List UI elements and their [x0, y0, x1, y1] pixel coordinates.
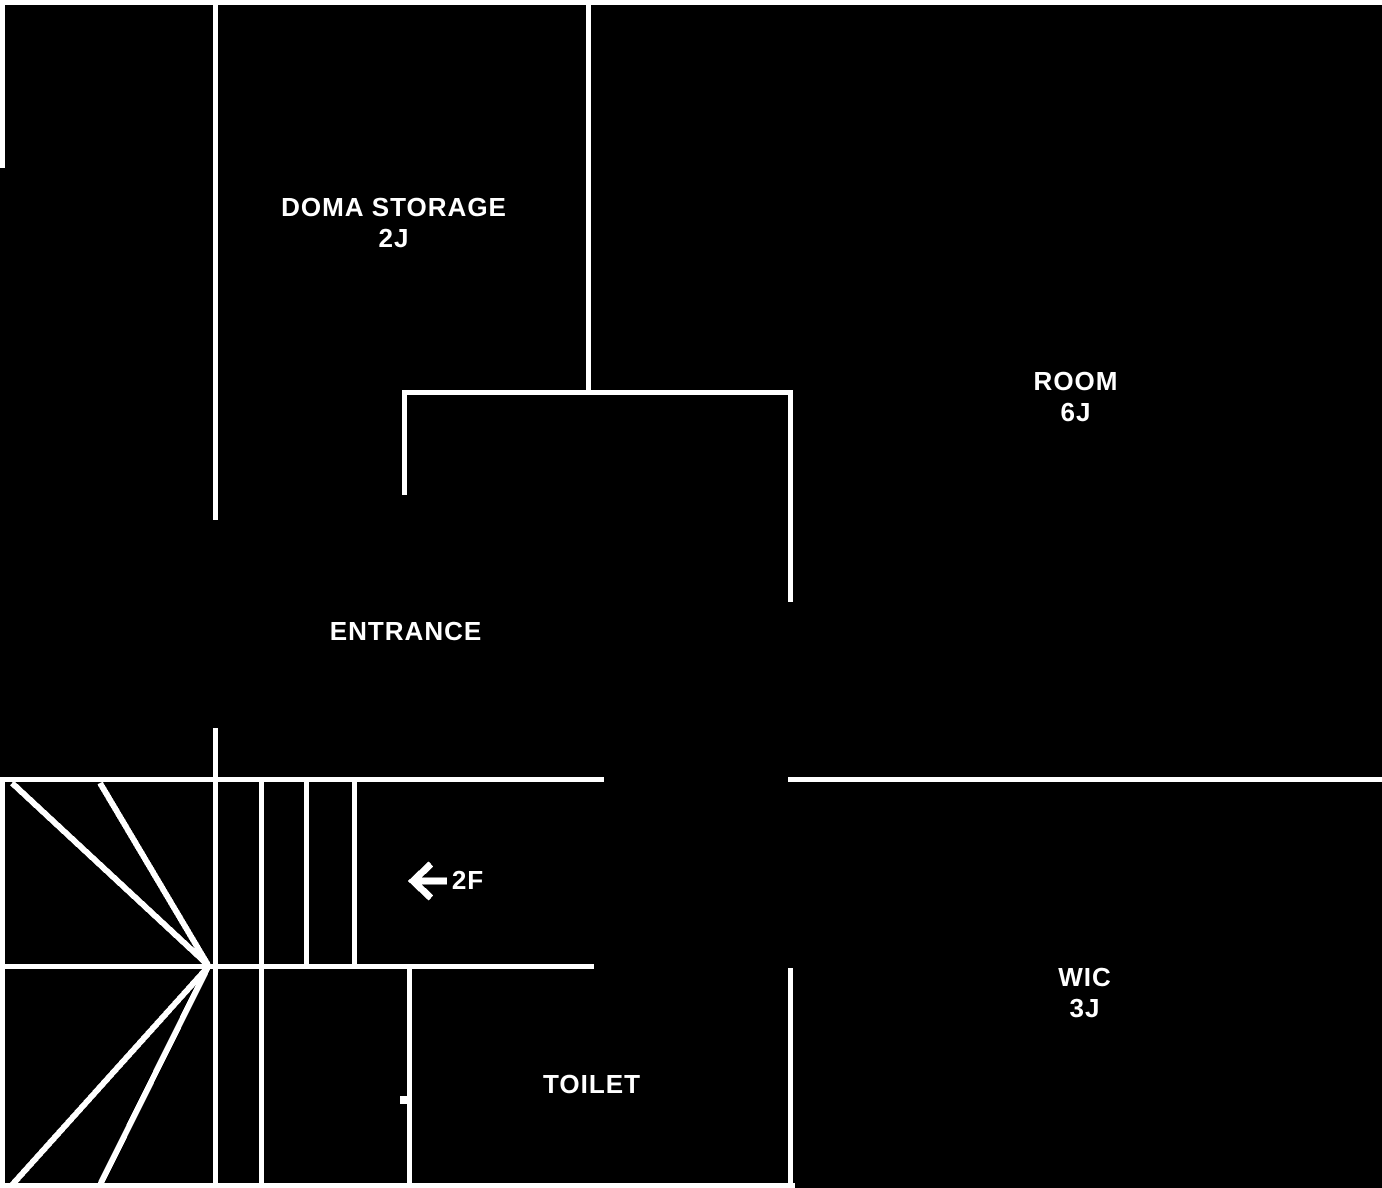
wall-entrance-left: [402, 390, 407, 495]
wic-size: 3J: [1069, 993, 1101, 1023]
wall-left-lower: [0, 777, 5, 1188]
toilet-label: TOILET: [543, 1069, 641, 1100]
stairs-floor-label: 2F: [452, 865, 484, 896]
wall-doma-left: [213, 0, 218, 520]
toilet-name: TOILET: [543, 1069, 641, 1099]
wall-hall-right: [788, 777, 1382, 782]
wall-wic-left: [788, 968, 793, 1188]
wall-stairs-mid: [0, 964, 594, 969]
wall-hall-left: [0, 777, 604, 782]
2f-arrow-icon: [407, 861, 447, 901]
toilet-door-jamb: [400, 1096, 408, 1104]
stair-winder-3: [9, 964, 211, 1188]
doma-storage-label: DOMA STORAGE 2J: [281, 192, 507, 254]
stair-tread-1: [213, 728, 218, 1188]
doma-storage-name: DOMA STORAGE: [281, 192, 507, 222]
wall-toilet-left: [407, 964, 412, 1188]
doma-storage-size: 2J: [378, 223, 410, 253]
wall-entrance-right: [788, 390, 793, 602]
wic-name: WIC: [1058, 962, 1112, 992]
wic-label: WIC 3J: [1058, 962, 1112, 1024]
wall-left-upper: [0, 0, 5, 168]
stair-tread-3: [304, 782, 309, 969]
wall-top-border: [0, 0, 1382, 5]
entrance-label: ENTRANCE: [330, 616, 482, 647]
stair-tread-2: [259, 782, 264, 1188]
stair-tread-4: [352, 782, 357, 969]
stair-winder-2: [97, 781, 211, 967]
wall-bottom-border: [0, 1183, 795, 1188]
wall-doma-right: [586, 0, 591, 392]
entrance-name: ENTRANCE: [329, 616, 483, 646]
stair-winder-4: [97, 965, 211, 1187]
wall-entrance-top: [402, 390, 793, 395]
room-name: ROOM: [1033, 366, 1119, 396]
room-label: ROOM 6J: [1034, 366, 1119, 428]
stairs-floor-text: 2F: [451, 865, 485, 895]
stair-winder-1: [9, 780, 211, 968]
room-size: 6J: [1060, 397, 1092, 427]
